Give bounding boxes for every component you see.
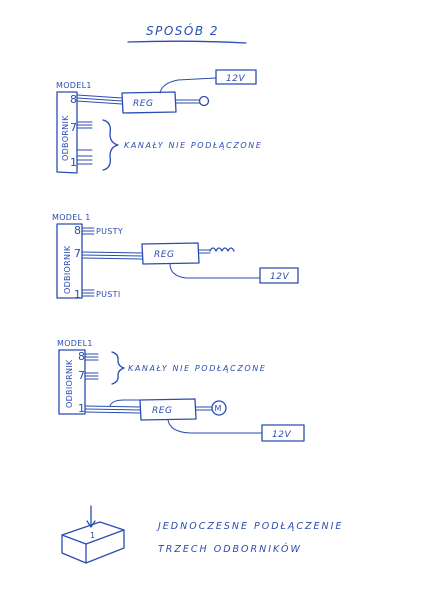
diagram-1-model-label: MODEL1 [56, 81, 92, 90]
diagram-2-power-label: 12V [270, 272, 289, 282]
diagram-3-model-label: MODEL1 [57, 339, 93, 348]
diagram-2-wire-reg-power [169, 263, 261, 279]
diagram-2-receiver-box [56, 223, 83, 299]
diagram-2-pin-8: 8 [74, 224, 81, 237]
diagram-2-wire-reg-servo [198, 249, 211, 254]
diagram-3-brace [111, 351, 125, 385]
diagram-2-wire-pin7-reg [81, 251, 143, 260]
diagram-1-reg-box [121, 91, 177, 114]
diagram-3-pin-7: 7 [78, 369, 85, 382]
diagram-2-pin1-stub [81, 289, 95, 297]
footer-box-side [85, 529, 125, 564]
diagram-2-pin-1: 1 [74, 288, 81, 301]
diagram-2-pin8-note: PUSTY [96, 227, 123, 236]
diagram-2-servo-icon [209, 247, 235, 252]
diagram-1-pin-7: 7 [70, 121, 77, 134]
diagram-3-wire-pin1-reg [84, 405, 141, 414]
diagram-2-receiver-label: ODBIORNIK [63, 245, 72, 294]
footer-note-line1: JEDNOCZESNE PODŁĄCZENIE [156, 521, 343, 532]
diagram-3-power-label: 12V [272, 430, 291, 440]
diagram-2-reg-label: REG [154, 250, 174, 260]
diagram-1-power-label: 12V [226, 74, 245, 84]
diagram-1-note: KANAŁY NIE PODŁĄCZONE [124, 141, 263, 150]
diagram-2-model-label: MODEL 1 [52, 213, 91, 222]
diagram-2-reg-box [141, 242, 200, 265]
diagram-1-power-box [215, 69, 257, 85]
diagram-1-wire-reg-power [159, 77, 217, 94]
diagram-1-pin-stubs [76, 121, 93, 165]
diagram-3-wire-detour [109, 399, 141, 407]
diagram-3-receiver-box [58, 349, 86, 415]
diagram-3-pin-stubs [84, 353, 99, 380]
footer-note-line2: TRZECH ODBORNIKÓW [158, 543, 302, 555]
diagram-1-pin-8: 8 [70, 93, 77, 106]
diagram-3-pin-8: 8 [78, 350, 85, 363]
diagram-2-power-box [259, 267, 299, 284]
diagram-3: MODEL1 ODBIORNIK 8 7 1 KANAŁY NIE PODŁĄC… [57, 339, 305, 442]
diagram-3-wire-reg-power [167, 419, 263, 434]
diagram-3-note: KANAŁY NIE PODŁĄCZONE [128, 364, 267, 373]
title-underline [127, 40, 247, 44]
diagram-1-brace [102, 119, 119, 171]
diagram-1-wire-pin8-reg [76, 94, 123, 105]
footer-sketch: 1 JEDNOCZESNE PODŁĄCZENIE TRZECH ODBORNI… [61, 505, 343, 564]
diagram-1-receiver-box [56, 91, 78, 174]
diagram-1-motor-icon [198, 95, 210, 107]
page-title: SPOSÓB 2 [146, 23, 219, 38]
diagram-1-reg-label: REG [133, 99, 153, 109]
diagram-2-pin8-stub [81, 227, 95, 235]
diagram-3-wire-reg-motor [195, 406, 213, 411]
diagram-2-pin-7: 7 [74, 247, 81, 260]
diagram-3-reg-label: REG [152, 406, 172, 416]
diagram-3-pin-1: 1 [78, 402, 85, 415]
footer-box-front [61, 534, 87, 564]
diagram-1: MODEL1 ODBORNIK 8 7 1 REG 12V KANAŁY NIE… [56, 69, 263, 174]
diagram-2: MODEL 1 ODBIORNIK 8 7 1 PUSTY PUSTI REG … [52, 213, 299, 301]
diagram-3-receiver-label: ODBIORNIK [65, 359, 74, 408]
diagram-3-reg-box [139, 398, 197, 421]
diagram-3-motor-label: M [215, 404, 222, 413]
diagram-1-pin-1: 1 [70, 156, 77, 169]
diagram-1-receiver-label: ODBORNIK [61, 115, 70, 161]
diagram-2-pin1-note: PUSTI [96, 290, 121, 299]
footer-box-label: 1 [90, 531, 95, 540]
diagram-3-motor-icon [211, 400, 227, 416]
footer-arrow-icon [86, 505, 96, 528]
diagram-1-wire-reg-motor [175, 99, 201, 104]
diagram-3-power-box [261, 424, 305, 442]
